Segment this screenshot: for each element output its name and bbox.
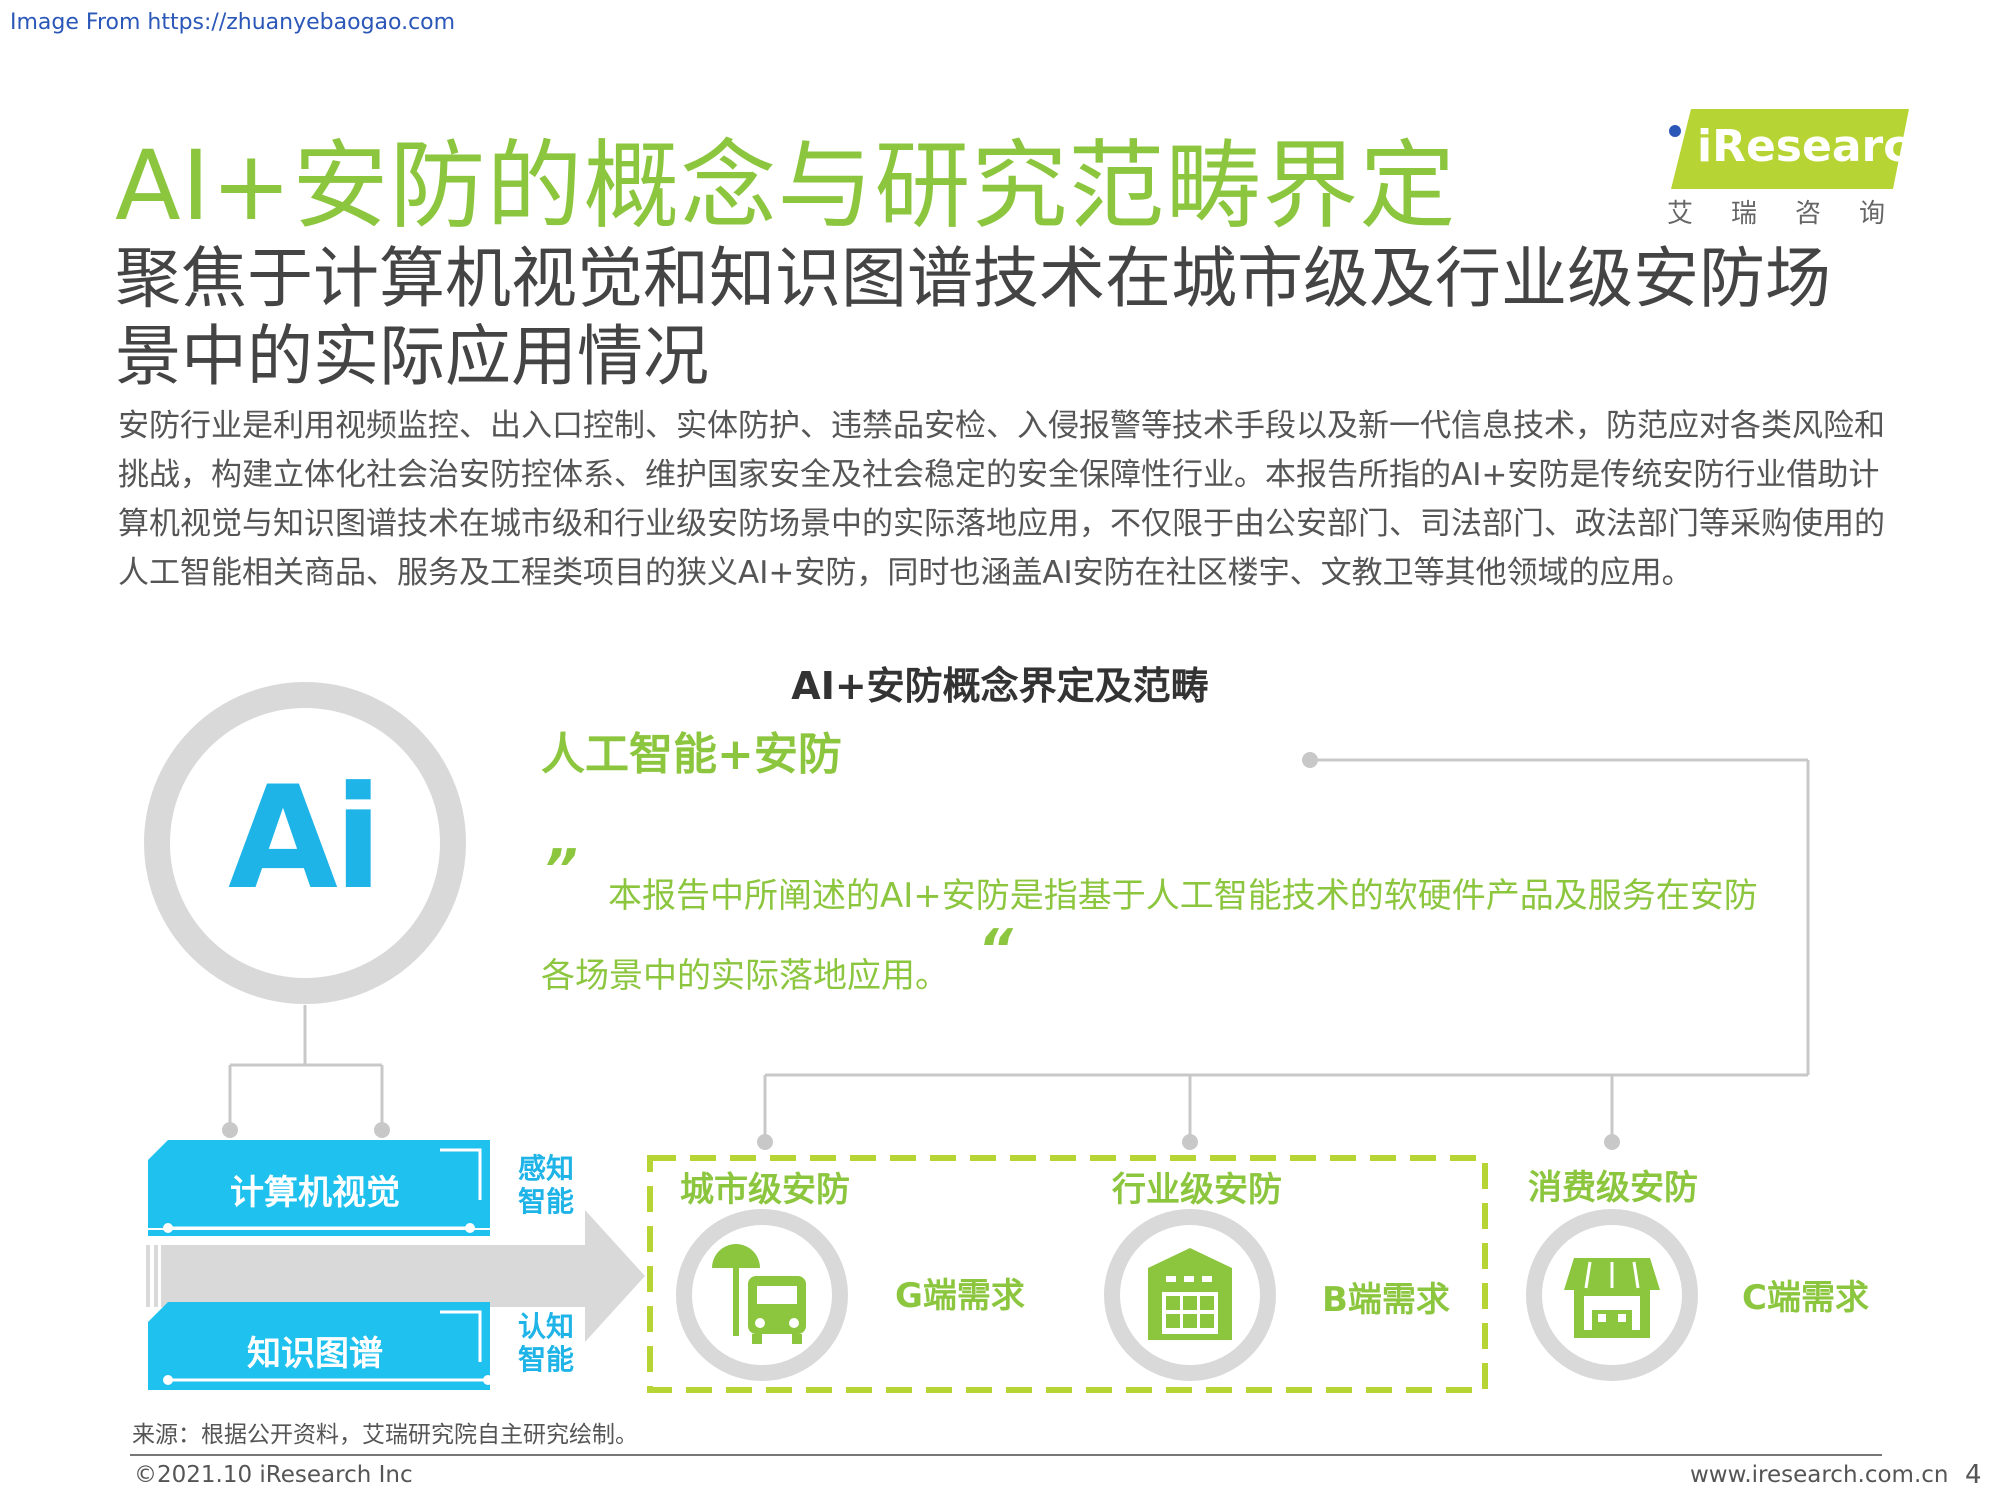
diagram-title: AI+安防概念界定及范畴: [791, 664, 1209, 708]
footer-divider: [130, 1454, 1882, 1456]
subtitle: 聚焦于计算机视觉和知识图谱技术在城市级及行业级安防场景中的实际应用情况: [115, 240, 1831, 395]
connector-dot-city: [757, 1134, 773, 1150]
copyright: ©2021.10 iResearch Inc: [134, 1462, 413, 1488]
industry-security-label: 行业级安防: [1112, 1170, 1282, 1210]
logo-dot: [1669, 125, 1681, 137]
connector-dot-consumer: [1604, 1134, 1620, 1150]
city-bus-icon: [712, 1244, 806, 1344]
cognition-label: 认知 智能: [518, 1310, 574, 1376]
page-title: AI+安防的概念与研究范畴界定: [115, 130, 1457, 242]
logo-cn-name: 艾瑞咨询: [1667, 199, 1924, 229]
definition-quote-line-1: 本报告中所阐述的AI+安防是指基于人工智能技术的软硬件产品及服务在安防: [608, 876, 1758, 916]
quote-close-mark: “: [978, 918, 1013, 981]
perception-label-line2: 智能: [518, 1185, 575, 1218]
body-paragraph: 安防行业是利用视频监控、出入口控制、实体防护、违禁品安检、入侵报警等技术手段以及…: [118, 408, 1885, 591]
knowledge-graph-box: [148, 1302, 493, 1390]
building-icon: [1148, 1248, 1232, 1340]
computer-vision-box: [148, 1140, 490, 1236]
perception-label-line1: 感知: [518, 1152, 575, 1185]
quote-open-mark: ”: [543, 838, 578, 901]
definition-quote-line-2: 各场景中的实际落地应用。: [541, 956, 949, 996]
flow-arrow: [146, 1210, 645, 1342]
source-url[interactable]: Image From https://zhuanyebaogao.com: [10, 10, 456, 35]
cognition-label-line1: 认知: [518, 1310, 575, 1343]
source-footnote: 来源：根据公开资料，艾瑞研究院自主研究绘制。: [132, 1422, 638, 1448]
connector-dot-right: [374, 1122, 390, 1138]
g-demand-label: G端需求: [895, 1276, 1025, 1316]
ai-security-label: 人工智能+安防: [541, 729, 842, 780]
city-security-label: 城市级安防: [680, 1170, 850, 1210]
storefront-icon: [1564, 1258, 1660, 1338]
scene-connector-lines: [763, 758, 1810, 1142]
cognition-label-line2: 智能: [518, 1343, 575, 1376]
knowledge-graph-label: 知识图谱: [247, 1334, 383, 1374]
logo-brand: iResearch: [1697, 121, 1941, 172]
connector-dot-left: [222, 1122, 238, 1138]
ai-connector-lines: [228, 1005, 384, 1130]
scope-dashed-box: [647, 1155, 1488, 1393]
connector-dot-industry: [1182, 1134, 1198, 1150]
b-demand-label: B端需求: [1322, 1280, 1450, 1320]
c-demand-label: C端需求: [1742, 1278, 1869, 1318]
ai-logo-ring: [144, 682, 466, 1004]
page-number: 4: [1965, 1460, 1982, 1490]
computer-vision-label: 计算机视觉: [230, 1173, 400, 1213]
perception-label: 感知 智能: [518, 1152, 574, 1218]
iresearch-logo: iResearch 艾瑞咨询: [1665, 105, 1941, 230]
ai-logo-text: Ai: [228, 756, 383, 921]
connector-dot-quote: [1302, 752, 1318, 768]
consumer-security-label: 消费级安防: [1528, 1168, 1698, 1208]
logo-background: [1671, 109, 1909, 189]
site-url[interactable]: www.iresearch.com.cn: [1690, 1462, 1949, 1488]
